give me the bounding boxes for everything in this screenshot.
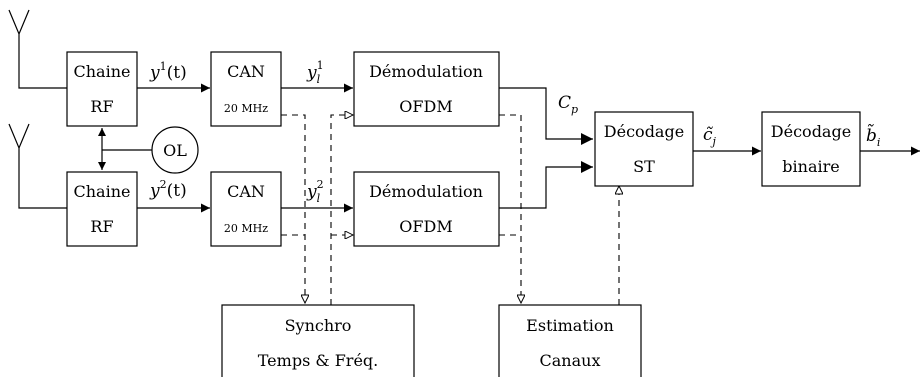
demod-1-block: Démodulation OFDM: [353, 51, 500, 127]
demod-2-title: Démodulation: [369, 182, 483, 201]
can-1-title: CAN: [227, 62, 265, 81]
wire-demod2-decst: [499, 161, 593, 209]
binary-decoder-title: Décodage: [771, 122, 851, 141]
binary-decoder-block: Décodage binaire: [761, 111, 861, 187]
antenna-2-icon: [8, 123, 67, 209]
binary-decoder-subtitle: binaire: [782, 157, 839, 176]
st-decoder-subtitle: ST: [633, 157, 655, 176]
rf-chain-1-block: Chaine RF: [66, 51, 138, 127]
signal-cp-label: Cp: [558, 93, 578, 116]
signal-y2-label: y2(t): [149, 178, 187, 201]
demod-2-subtitle: OFDM: [399, 217, 452, 236]
synchro-title: Synchro: [285, 316, 352, 335]
demod-1-title: Démodulation: [369, 62, 483, 81]
estimation-block: Estimation Canaux: [498, 304, 642, 377]
estimation-subtitle: Canaux: [540, 351, 601, 370]
antenna-1-icon: [8, 9, 67, 89]
dash-can1-synchro: [281, 114, 305, 303]
demod-2-block: Démodulation OFDM: [353, 171, 500, 247]
can-1-rate: 20 MHz: [224, 102, 268, 115]
can-2-title: CAN: [227, 182, 265, 201]
synchro-block: Synchro Temps & Fréq.: [221, 304, 415, 377]
can-2-block: CAN 20 MHz: [210, 171, 282, 247]
can-1-block: CAN 20 MHz: [210, 51, 282, 127]
st-decoder-block: Décodage ST: [594, 111, 694, 187]
rf-chain-1-subtitle: RF: [90, 97, 113, 116]
rf-chain-2-block: Chaine RF: [66, 171, 138, 247]
demod-1-subtitle: OFDM: [399, 97, 452, 116]
rf-chain-1-title: Chaine: [74, 62, 131, 81]
rf-chain-2-title: Chaine: [74, 182, 131, 201]
local-oscillator: OL: [98, 126, 199, 174]
dash-synchro-demod1: [330, 115, 353, 305]
oscillator-label: OL: [163, 141, 187, 160]
signal-y1-label: y1(t): [149, 60, 187, 83]
can-2-rate: 20 MHz: [224, 222, 268, 235]
signal-bi-label: b̃i: [866, 124, 880, 149]
wire-demod1-decst: [499, 87, 593, 145]
signal-cj-label: c̃j: [703, 125, 717, 148]
dash-demod1-estim: [499, 114, 521, 303]
estimation-title: Estimation: [526, 316, 614, 335]
rf-chain-2-subtitle: RF: [90, 217, 113, 236]
synchro-subtitle: Temps & Fréq.: [258, 351, 378, 370]
st-decoder-title: Décodage: [604, 122, 684, 141]
